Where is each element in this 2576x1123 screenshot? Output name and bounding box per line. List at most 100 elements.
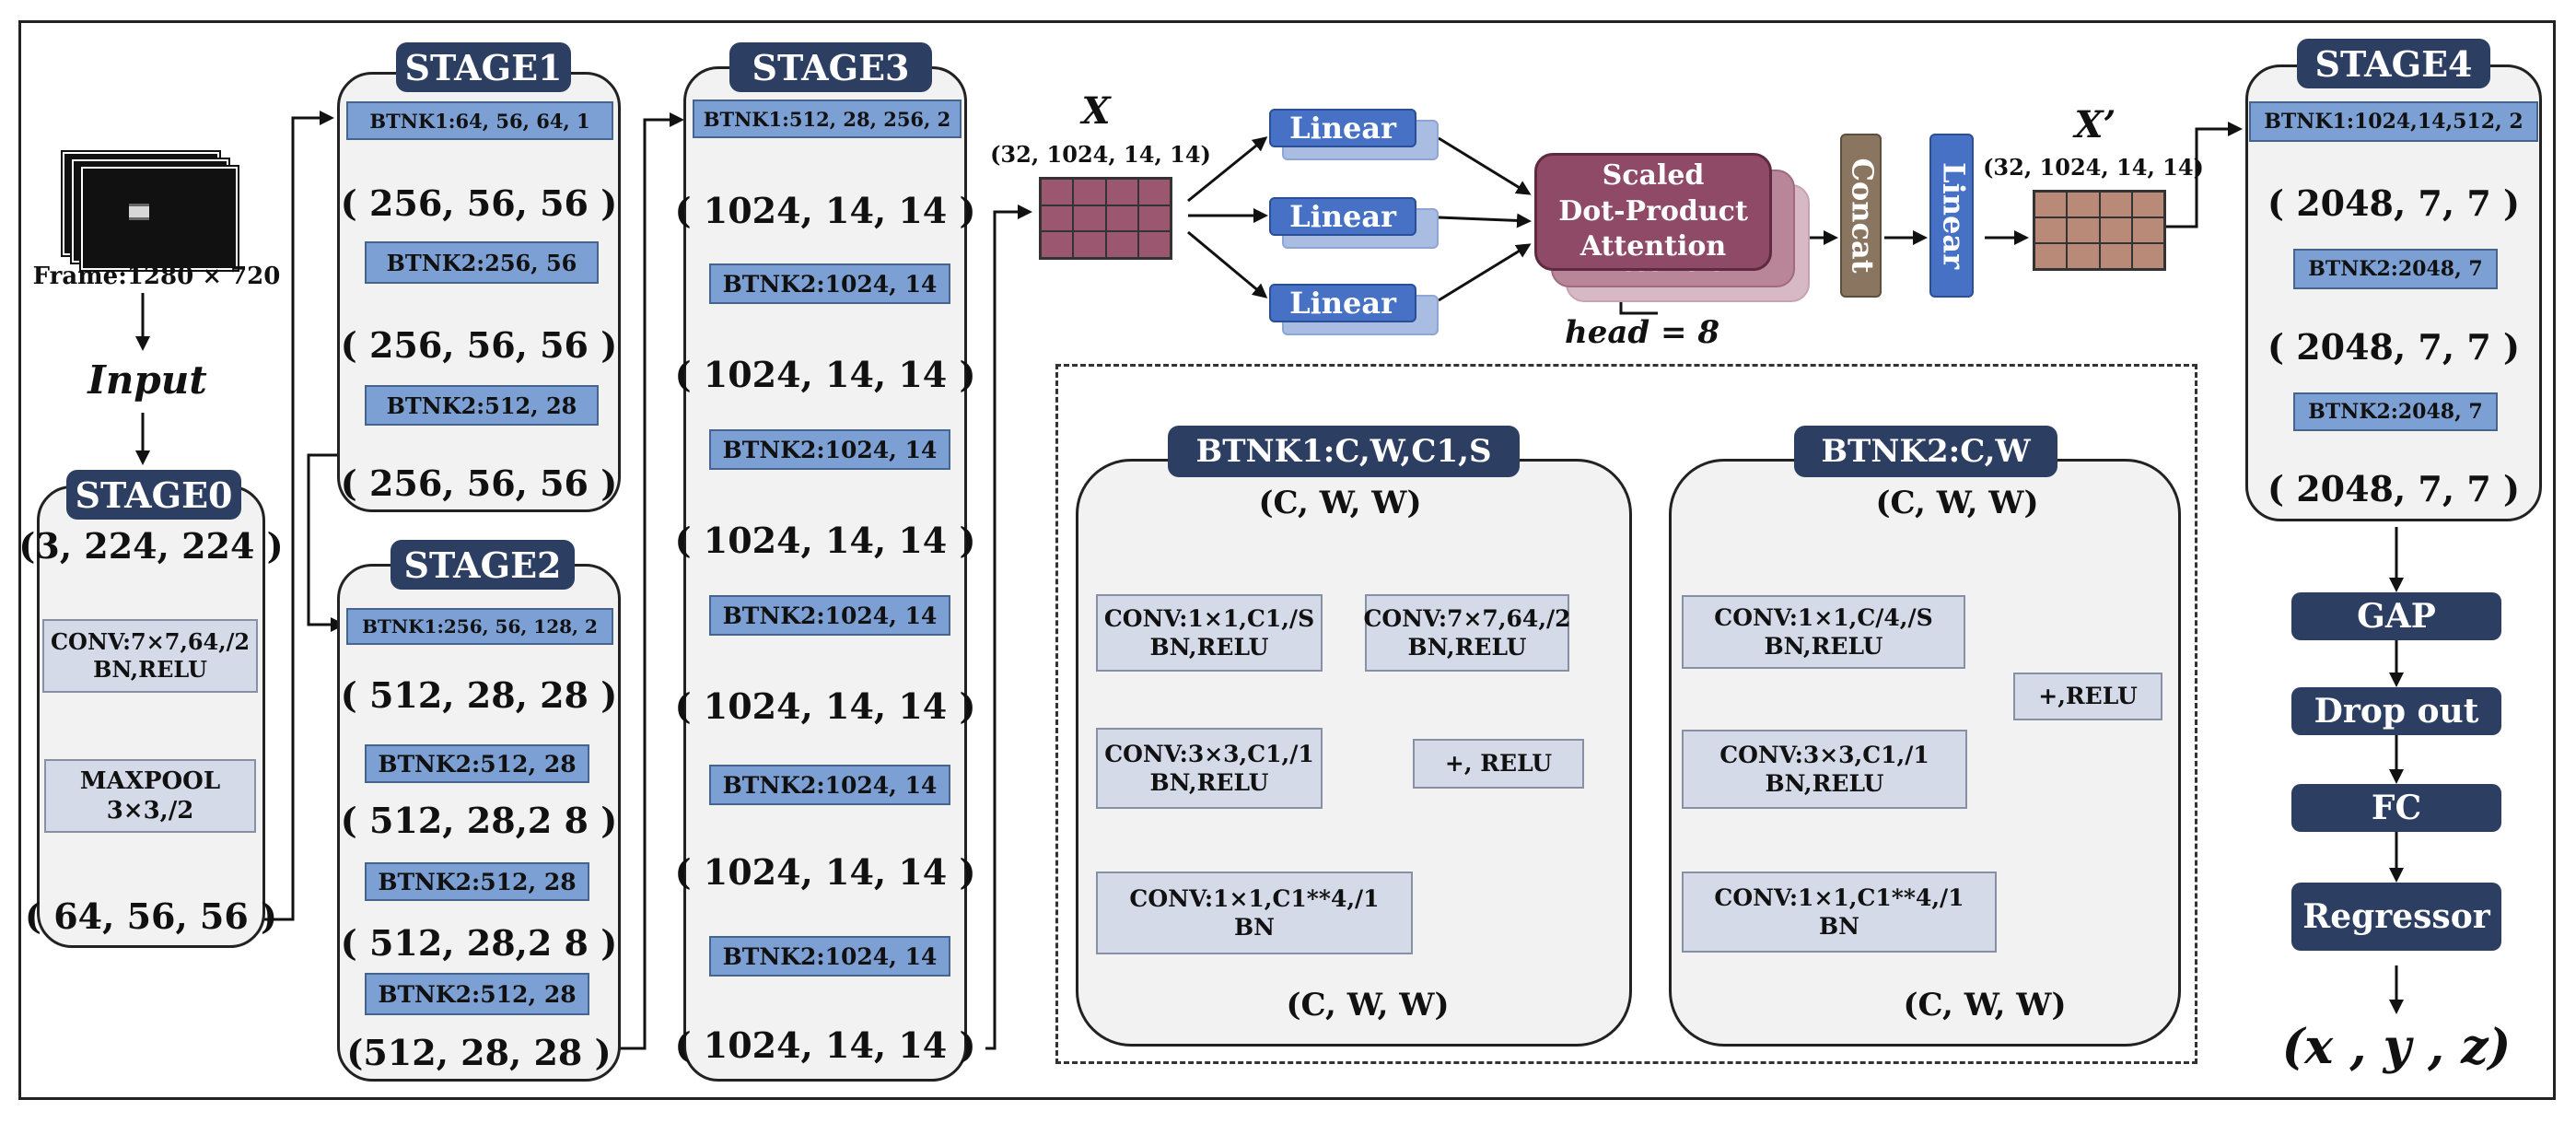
stage2-shape-3: ( 512, 28,2 8 ) — [340, 921, 618, 964]
btnk1-conv3-bn-label: BN — [1234, 914, 1275, 941]
btnk1-add-relu-block: +, RELU — [1413, 739, 1584, 789]
btnk1-shortcut-bn-label: BN,RELU — [1407, 634, 1527, 661]
concat-label: Concat — [1845, 158, 1881, 274]
stage0-input-shape: (3, 224, 224 ) — [18, 524, 284, 567]
input-label: Input — [87, 357, 207, 403]
x-prime-label: X’ — [2074, 102, 2116, 146]
btnk2-conv3-label: CONV:1×1,C1**4,/1 — [1714, 883, 1964, 911]
arrow-stage2-to-stage3 — [617, 112, 684, 1050]
btnk1-conv1-bn-label: BN,RELU — [1149, 634, 1269, 661]
stage3-shape-2: ( 1024, 14, 14 ) — [674, 353, 976, 395]
stage3-shape-1: ( 1024, 14, 14 ) — [674, 189, 976, 231]
stage1-shape-1: ( 256, 56, 56 ) — [340, 181, 618, 224]
btnk1-conv3-label: CONV:1×1,C1**4,/1 — [1129, 884, 1380, 912]
stage4-shape-2: ( 2048, 7, 7 ) — [2267, 325, 2520, 368]
btnk1-output-shape: (C, W, W) — [1286, 987, 1450, 1024]
stage4-shape-1: ( 2048, 7, 7 ) — [2267, 181, 2520, 224]
linear-out-block: Linear — [1929, 134, 1974, 298]
bottleneck-detail-region — [1055, 364, 2197, 1064]
stage3-shape-5: ( 1024, 14, 14 ) — [674, 850, 976, 893]
stage3-block-5: BTNK2:1024, 14 — [709, 765, 950, 805]
x-shape: (32, 1024, 14, 14) — [990, 140, 1211, 168]
sdpa-line-2: Dot-Product — [1558, 194, 1748, 228]
btnk1-shortcut-block: CONV:7×7,64,/2 BN,RELU — [1363, 594, 1571, 672]
linear-block-3: Linear — [1269, 284, 1416, 322]
x-label: X — [1081, 88, 1111, 133]
stage1-block-2: BTNK2:256, 56 — [365, 241, 599, 284]
arrow-stage3-to-x — [985, 205, 1032, 1050]
stage3-shape-4: ( 1024, 14, 14 ) — [674, 684, 976, 727]
stage0-title: STAGE0 — [66, 470, 241, 520]
btnk2-conv1-label: CONV:1×1,C/4,/S — [1714, 603, 1933, 631]
btnk1-conv2-bn-label: BN,RELU — [1149, 769, 1269, 796]
stage4-shape-3: ( 2048, 7, 7 ) — [2267, 467, 2520, 509]
stage1-box — [337, 72, 621, 512]
stage1-title: STAGE1 — [396, 42, 571, 92]
stage2-shape-2: ( 512, 28,2 8 ) — [340, 799, 618, 841]
btnk1-conv3-block: CONV:1×1,C1**4,/1 BN — [1096, 871, 1413, 954]
scaled-dot-product-attention-block: Scaled Dot-Product Attention — [1534, 153, 1772, 271]
x-prime-shape: (32, 1024, 14, 14) — [1983, 153, 2204, 181]
stage4-block-3: BTNK2:2048, 7 — [2293, 392, 2498, 431]
stage4-title: STAGE4 — [2297, 39, 2490, 88]
stage0-conv-label: CONV:7×7,64,/2 — [50, 628, 251, 655]
linear-block-2: Linear — [1269, 197, 1416, 236]
gap-layer: GAP — [2291, 592, 2501, 640]
btnk1-input-shape: (C, W, W) — [1258, 485, 1422, 521]
output-coordinates: (x , y , z) — [2281, 1018, 2512, 1075]
btnk2-add-relu-block: +,RELU — [2013, 673, 2162, 720]
stage3-shape-6: ( 1024, 14, 14 ) — [674, 1024, 976, 1066]
stage0-box — [37, 485, 265, 948]
stage2-shape-1: ( 512, 28, 28 ) — [340, 673, 618, 716]
stage3-block-6: BTNK2:1024, 14 — [709, 936, 950, 977]
regressor-layer: Regressor — [2291, 883, 2501, 951]
stage2-block-2: BTNK2:512, 28 — [365, 744, 589, 783]
stage0-conv-bn-label: BN,RELU — [93, 656, 207, 683]
stage2-shape-4: (512, 28, 28 ) — [346, 1031, 612, 1073]
btnk2-conv3-block: CONV:1×1,C1**4,/1 BN — [1682, 871, 1997, 953]
dropout-layer: Drop out — [2291, 687, 2501, 735]
stage2-block-4: BTNK2:512, 28 — [365, 973, 589, 1015]
btnk1-conv1-label: CONV:1×1,C1,/S — [1103, 604, 1315, 632]
stage1-shape-2: ( 256, 56, 56 ) — [340, 323, 618, 366]
stage0-maxpool-block: MAXPOOL 3×3,/2 — [44, 759, 256, 833]
btnk2-conv2-block: CONV:3×3,C1,/1 BN,RELU — [1682, 730, 1967, 809]
concat-block: Concat — [1840, 134, 1882, 298]
btnk2-input-shape: (C, W, W) — [1875, 485, 2039, 521]
frame-label: Frame:1280 × 720 — [32, 263, 281, 290]
stage3-block-2: BTNK2:1024, 14 — [709, 263, 950, 304]
stage0-pool-size-label: 3×3,/2 — [106, 797, 194, 825]
stage3-block-1: BTNK1:512, 28, 256, 2 — [693, 99, 962, 138]
stage2-title: STAGE2 — [390, 540, 575, 590]
stage2-block-1: BTNK1:256, 56, 128, 2 — [346, 608, 613, 645]
video-frame-icon — [79, 165, 239, 272]
btnk2-output-shape: (C, W, W) — [1903, 987, 2067, 1024]
x-prime-tensor-icon — [2033, 190, 2166, 271]
arrow-stage1-to-stage2 — [307, 453, 357, 632]
btnk2-detail-title: BTNK2:C,W — [1794, 426, 2057, 477]
btnk1-conv2-label: CONV:3×3,C1,/1 — [1104, 740, 1314, 767]
btnk2-conv2-label: CONV:3×3,C1,/1 — [1719, 741, 1929, 768]
btnk1-conv1-block: CONV:1×1,C1,/S BN,RELU — [1096, 594, 1323, 672]
btnk2-conv1-bn-label: BN,RELU — [1764, 633, 1883, 660]
stage3-block-3: BTNK2:1024, 14 — [709, 429, 950, 470]
sdpa-line-3: Attention — [1579, 230, 1727, 263]
btnk1-conv2-block: CONV:3×3,C1,/1 BN,RELU — [1096, 728, 1323, 809]
btnk1-shortcut-label: CONV:7×7,64,/2 — [1363, 604, 1571, 632]
stage1-block-1: BTNK1:64, 56, 64, 1 — [346, 101, 613, 140]
arrow-stage0-to-stage1 — [247, 111, 334, 921]
btnk2-conv2-bn-label: BN,RELU — [1765, 770, 1884, 797]
stage0-conv-block: CONV:7×7,64,/2 BN,RELU — [42, 619, 258, 693]
linear-out-label: Linear — [1936, 162, 1972, 269]
outer-frame — [18, 20, 2556, 1100]
stage1-block-3: BTNK2:512, 28 — [365, 385, 599, 426]
stage0-output-shape: ( 64, 56, 56 ) — [25, 895, 277, 937]
stage4-block-1: BTNK1:1024,14,512, 2 — [2249, 101, 2538, 142]
stage4-block-2: BTNK2:2048, 7 — [2293, 249, 2498, 289]
btnk2-conv1-block: CONV:1×1,C/4,/S BN,RELU — [1682, 595, 1965, 669]
arrow-xprime-to-stage4 — [2164, 122, 2243, 228]
linear-block-1: Linear — [1269, 109, 1416, 147]
sdpa-line-1: Scaled — [1602, 159, 1705, 193]
head-count-label: head = 8 — [1565, 314, 1719, 351]
